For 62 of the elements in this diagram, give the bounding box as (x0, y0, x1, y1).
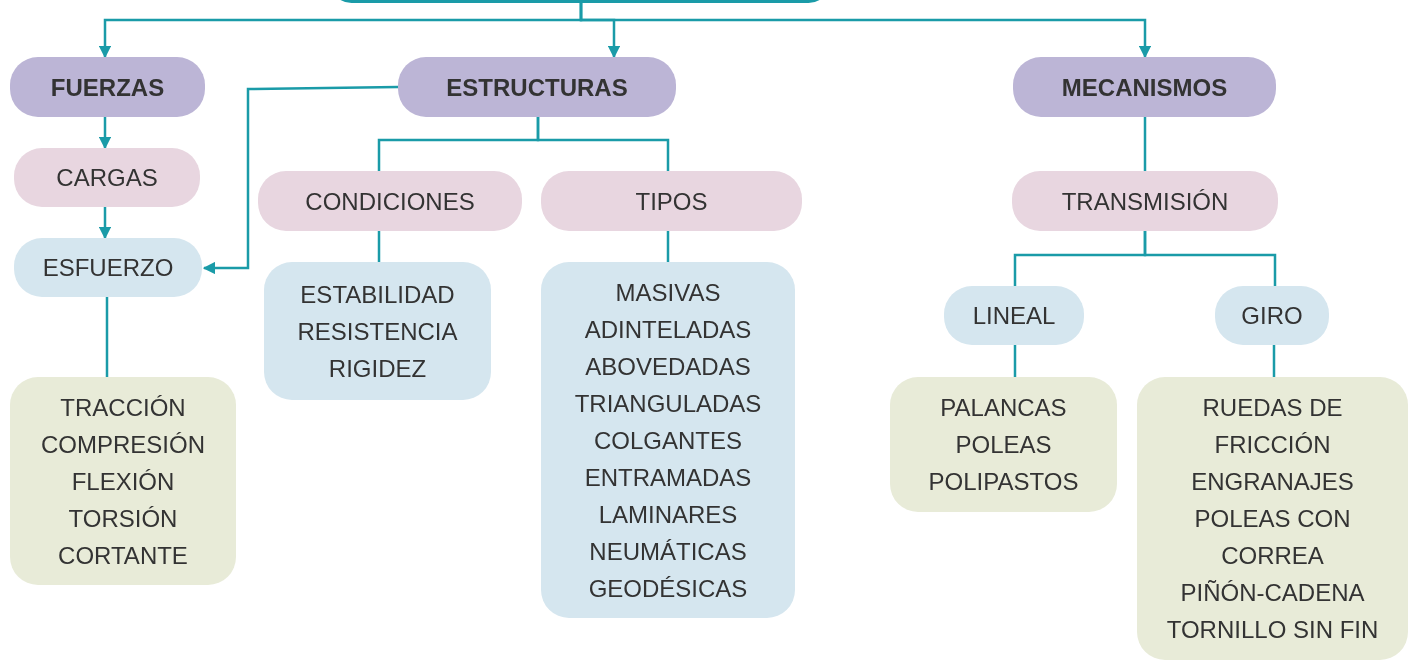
node-label: POLEAS CON CORREA (1193, 504, 1352, 571)
node-label: GIRO (1241, 301, 1303, 331)
connector-line (666, 231, 670, 262)
node-label: PALANCAS (940, 393, 1067, 423)
connector-line (1013, 345, 1017, 377)
subcategory-pill (258, 171, 522, 231)
node-label: TIPOS (635, 186, 708, 217)
category-pill (10, 57, 205, 117)
node-label: POLEAS (955, 430, 1052, 460)
arrow (579, 3, 1152, 59)
list-card (10, 377, 236, 585)
arrow (98, 117, 112, 150)
node-label: TRANSMISIÓN (1061, 186, 1229, 217)
node-label: RUEDAS DE FRICCIÓN (1201, 393, 1344, 460)
node-label: NEUMÁTICAS (589, 536, 747, 567)
connector-line (105, 297, 109, 377)
node-label: RIGIDEZ (328, 353, 427, 384)
node-label: ABOVEDADAS (585, 351, 751, 382)
category-pill (398, 57, 676, 117)
item-pill (264, 262, 491, 400)
node-label: ENGRANAJES (1191, 467, 1354, 497)
connector-line (536, 117, 670, 171)
arrow (98, 207, 112, 240)
node-label: GEODÉSICAS (588, 573, 748, 604)
node-label: LAMINARES (598, 499, 738, 530)
node-label: MASIVAS (615, 277, 721, 308)
node-label: ESTABILIDAD (300, 279, 455, 310)
node-label: TRACCIÓN (60, 392, 186, 423)
subcategory-pill (1012, 171, 1278, 231)
node-label: TRIANGULADAS (574, 388, 762, 419)
node-label: RESISTENCIA (297, 316, 458, 347)
node-label: CORTANTE (58, 540, 188, 571)
subcategory-pill (541, 171, 802, 231)
node-label: POLIPASTOS (928, 467, 1079, 497)
node-label: TORSIÓN (68, 503, 178, 534)
item-pill (14, 238, 202, 297)
item-pill (541, 262, 795, 618)
connector-line (1272, 345, 1276, 377)
connector-line (377, 231, 381, 262)
item-pill (1215, 286, 1329, 345)
connector-line (1143, 117, 1147, 171)
node-label: CARGAS (56, 163, 158, 193)
list-card (890, 377, 1117, 512)
node-label: COMPRESIÓN (41, 429, 205, 460)
node-label: CONDICIONES (305, 186, 475, 217)
item-pill (944, 286, 1084, 345)
node-label: ESTRUCTURAS (446, 72, 628, 103)
connector-line (1143, 231, 1277, 286)
node-label: LINEAL (972, 301, 1056, 331)
arrow (202, 85, 398, 275)
node-label: PIÑÓN-CADENA (1180, 578, 1365, 608)
subcategory-pill (14, 148, 200, 207)
node-label: TORNILLO SIN FIN (1166, 615, 1379, 645)
node-label: ESFUERZO (42, 253, 174, 283)
node-label: FUERZAS (50, 72, 165, 103)
category-pill (1013, 57, 1276, 117)
node-label: COLGANTES (594, 425, 742, 456)
node-label: MECANISMOS (1061, 72, 1228, 103)
node-label: ENTRAMADAS (584, 462, 752, 493)
node-label: FLEXIÓN (71, 466, 175, 497)
node-label: ADINTELADAS (584, 314, 752, 345)
list-card (1137, 377, 1408, 660)
